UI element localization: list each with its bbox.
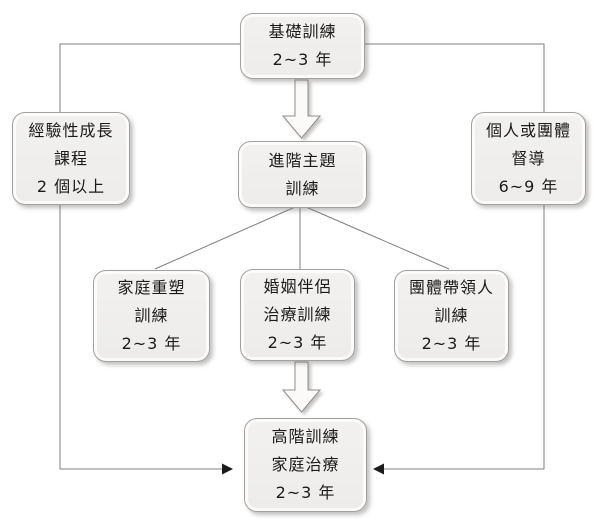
node-individual-group-supervision: 個人或團體 督導 6~9 年 — [471, 112, 586, 205]
node-text-line: 2 個以上 — [36, 176, 106, 196]
node-text-line: 2~3 年 — [121, 334, 182, 353]
left-rail-connector — [59, 43, 240, 470]
node-advanced-topic-training: 進階主題 訓練 — [238, 141, 367, 208]
node-text-line: 家庭重塑 — [117, 278, 186, 297]
node-text-line: 課程 — [53, 148, 88, 168]
node-text-line: 訓練 — [434, 306, 469, 325]
node-experiential-growth-courses: 經驗性成長 課程 2 個以上 — [12, 112, 130, 205]
node-family-reconstruction-training: 家庭重塑 訓練 2~3 年 — [93, 270, 210, 362]
node-text-line: 6~9 年 — [498, 176, 559, 196]
block-down-arrow-icon-bottom — [281, 361, 322, 413]
node-group-leader-training: 團體帶領人 訓練 2~3 年 — [394, 270, 509, 362]
node-text-line: 個人或團體 — [485, 120, 571, 140]
node-text-line: 訓練 — [285, 178, 320, 198]
node-text-line: 2~3 年 — [267, 333, 328, 352]
node-text-line: 高階訓練 — [271, 427, 340, 446]
right-rail-connector — [363, 43, 545, 470]
node-text-line: 2~3 年 — [272, 50, 333, 69]
fan-line-right — [305, 206, 450, 270]
block-down-arrow-icon-top — [281, 79, 322, 139]
node-text-line: 訓練 — [134, 306, 169, 325]
node-advanced-family-therapy-training: 高階訓練 家庭治療 2~3 年 — [244, 418, 367, 512]
node-text-line: 治療訓練 — [263, 305, 332, 324]
node-text-line: 團體帶領人 — [408, 278, 494, 297]
node-text-line: 家庭治療 — [271, 455, 340, 474]
left-arrowhead-icon — [373, 463, 384, 475]
node-text-line: 進階主題 — [268, 150, 337, 170]
node-text-line: 督導 — [511, 148, 546, 168]
node-text-line: 婚姻伴侶 — [263, 277, 332, 296]
node-text-line: 2~3 年 — [275, 483, 336, 502]
node-text-line: 基礎訓練 — [268, 22, 337, 41]
node-text-line: 2~3 年 — [421, 334, 482, 353]
fan-line-left — [154, 206, 296, 270]
right-arrowhead-icon — [222, 463, 233, 475]
node-text-line: 經驗性成長 — [28, 120, 114, 140]
node-basic-training: 基礎訓練 2~3 年 — [240, 13, 365, 79]
node-marital-couple-therapy-training: 婚姻伴侶 治療訓練 2~3 年 — [240, 269, 355, 361]
